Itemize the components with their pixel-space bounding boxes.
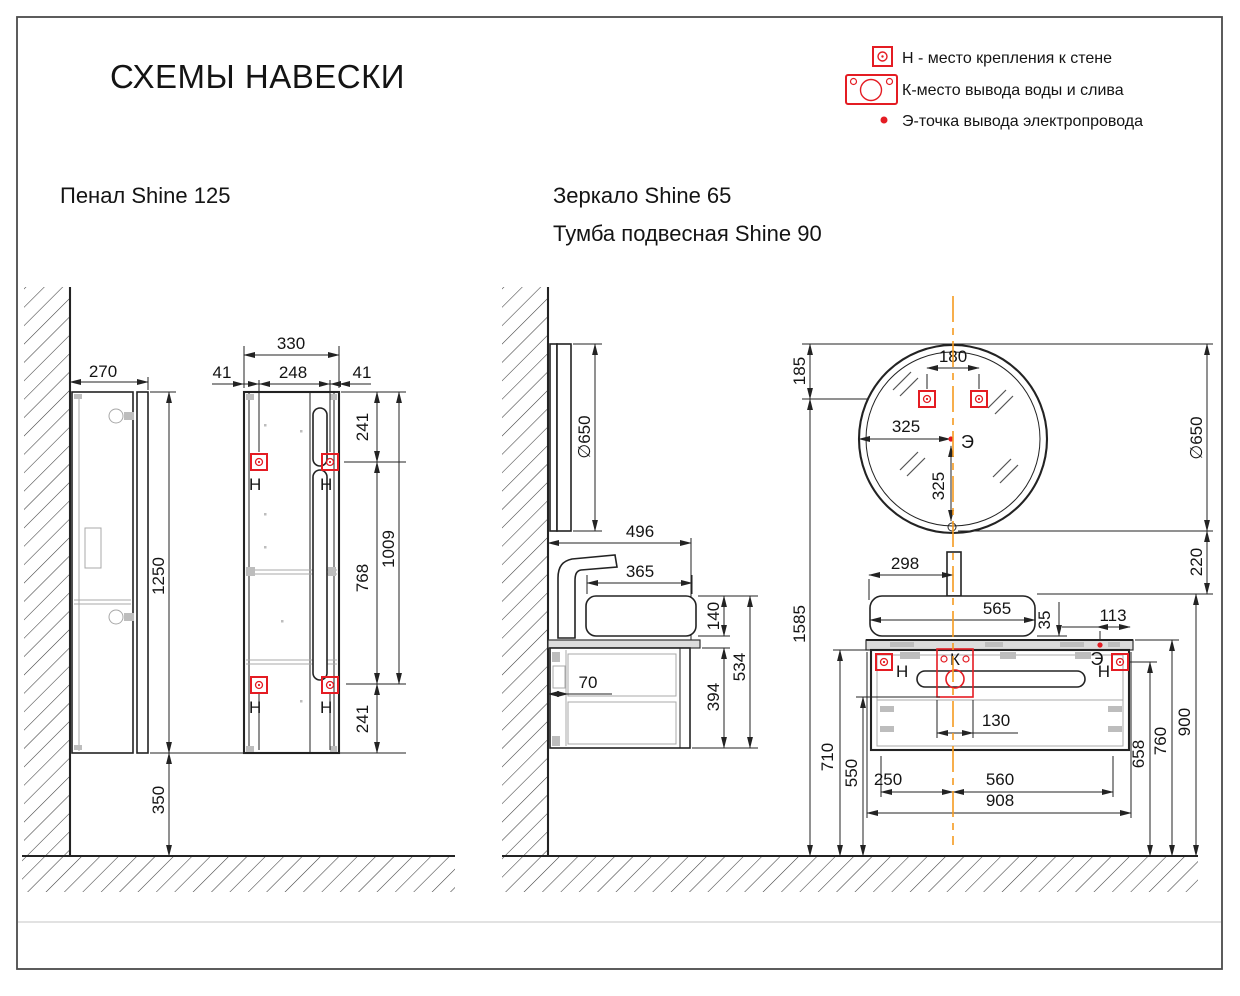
mirror-bottom-fix-point bbox=[947, 522, 957, 532]
page-frame bbox=[16, 16, 1223, 970]
wall-mount-icon bbox=[1111, 653, 1129, 671]
water-outlet-zone: К bbox=[936, 648, 974, 698]
dim-drain-zone-height: 550 bbox=[842, 759, 861, 787]
mirror-side-view: ∅650 bbox=[549, 343, 602, 532]
wall-mount-icon bbox=[918, 390, 936, 408]
dim-pencil-mount-to-bottom: 241 bbox=[353, 705, 372, 733]
dim-side-total-height: 534 bbox=[730, 653, 749, 681]
dim-drain-right-offset: 560 bbox=[986, 770, 1014, 789]
wall-mount-icon bbox=[321, 676, 339, 694]
pencil-wall-mount-markers: Н Н Н Н bbox=[249, 380, 339, 750]
dim-mirror-diameter-front: ∅650 bbox=[1187, 416, 1206, 459]
dim-mirror-top-to-mount: 185 bbox=[790, 357, 809, 385]
dim-wall-gap: 70 bbox=[579, 673, 598, 692]
wall-mount-icon bbox=[250, 453, 268, 471]
floor-hatch bbox=[22, 854, 455, 892]
marker-label-h: Н bbox=[249, 698, 261, 717]
wall-mount-icon bbox=[875, 653, 893, 671]
faucet-front bbox=[946, 551, 962, 597]
vanity-section-label: Тумба подвесная Shine 90 bbox=[553, 221, 822, 246]
dim-sink-top-height: 900 bbox=[1175, 708, 1194, 736]
dim-pencil-mount-spacing: 248 bbox=[279, 363, 307, 382]
page-title: СХЕМЫ НАВЕСКИ bbox=[110, 58, 405, 95]
mirror-section-label: Зеркало Shine 65 bbox=[553, 183, 731, 208]
drawer-handle bbox=[916, 670, 1086, 688]
dim-sink-height: 140 bbox=[704, 602, 723, 630]
marker-label-h: Н bbox=[320, 475, 332, 494]
dim-body-top-height: 710 bbox=[818, 743, 837, 771]
dim-drain-left-offset: 250 bbox=[874, 770, 902, 789]
legend-electric-label: Э-точка вывода электропровода bbox=[902, 113, 1143, 130]
pencil-drawing: Н Н Н Н 270 330 41 248 41 bbox=[22, 287, 455, 892]
mirror-right-dimensions: ∅650 220 bbox=[958, 343, 1213, 595]
dim-mirror-diameter-side: ∅650 bbox=[575, 415, 594, 458]
vanity-side-view: 496 365 70 bbox=[547, 522, 758, 749]
dim-mirror-center-offset-v: 325 bbox=[929, 472, 948, 500]
water-outlet-icon bbox=[845, 74, 898, 105]
wall-mount-icon bbox=[321, 453, 339, 471]
dim-sink-gap: 35 bbox=[1035, 611, 1054, 630]
dim-vanity-depth: 496 bbox=[626, 522, 654, 541]
drain-circle bbox=[945, 669, 965, 689]
dim-pencil-side-offset-right: 41 bbox=[353, 363, 372, 382]
dim-mount-line-height: 1585 bbox=[790, 605, 809, 643]
marker-label-h: Н bbox=[1098, 662, 1110, 681]
dim-pencil-depth: 270 bbox=[89, 362, 117, 381]
electric-point-icon bbox=[1097, 642, 1103, 648]
dim-pencil-between-mounts: 768 bbox=[353, 564, 372, 592]
dim-pencil-top-to-bottom-mount: 1009 bbox=[379, 530, 398, 568]
wall-mount-icon bbox=[872, 46, 893, 67]
dim-pencil-side-offset-left: 41 bbox=[213, 363, 232, 382]
marker-label-k: К bbox=[950, 650, 960, 669]
dim-pencil-top-to-mount: 241 bbox=[353, 413, 372, 441]
dim-pencil-height: 1250 bbox=[149, 557, 168, 595]
dim-countertop-height: 760 bbox=[1151, 727, 1170, 755]
wall-mount-icon bbox=[970, 390, 988, 408]
marker-label-h: Н bbox=[249, 475, 261, 494]
dim-drain-zone-width: 130 bbox=[982, 711, 1010, 730]
electric-point-icon bbox=[880, 116, 888, 124]
dim-mirror-to-sink: 220 bbox=[1187, 548, 1206, 576]
dim-sink-depth: 365 bbox=[626, 562, 654, 581]
pencil-side-view bbox=[71, 391, 149, 754]
legend-water-outlet-label: К-место вывода воды и слива bbox=[902, 82, 1124, 99]
vanity-drawing: ∅650 496 365 bbox=[502, 287, 1213, 892]
dim-vanity-width: 908 bbox=[986, 791, 1014, 810]
pencil-dimensions: 270 330 41 248 41 241 768 bbox=[69, 334, 406, 857]
pencil-section-label: Пенал Shine 125 bbox=[60, 183, 230, 208]
dim-sink-width: 565 bbox=[983, 599, 1011, 618]
legend: Н - место крепления к стене К-место выво… bbox=[845, 46, 1143, 130]
floor-hatch bbox=[502, 854, 1198, 892]
dim-mount-height: 658 bbox=[1129, 740, 1148, 768]
faucet-side bbox=[557, 554, 618, 639]
vanity-front-view: 298 565 35 113 bbox=[818, 296, 1199, 857]
sink-side bbox=[585, 595, 697, 637]
legend-wall-mount-label: Н - место крепления к стене bbox=[902, 50, 1112, 67]
shelf-pin-dots bbox=[264, 424, 303, 703]
dim-faucet-offset: 298 bbox=[891, 554, 919, 573]
dim-electric-offset: 113 bbox=[1099, 606, 1126, 625]
wall-mount-icon bbox=[250, 676, 268, 694]
dim-mirror-center-offset-h: 325 bbox=[892, 417, 920, 436]
dim-pencil-floor-clearance: 350 bbox=[149, 786, 168, 814]
dim-pencil-width: 330 bbox=[277, 334, 305, 353]
mirror-shine-marks bbox=[892, 371, 1019, 484]
height-chain-dimensions: 185 1585 bbox=[790, 343, 1213, 857]
marker-label-h: Н bbox=[896, 662, 908, 681]
marker-label-h: Н bbox=[320, 698, 332, 717]
wall-hatch bbox=[502, 287, 550, 856]
marker-label-e: Э bbox=[1091, 649, 1104, 669]
dim-body-height: 394 bbox=[704, 683, 723, 711]
marker-label-e: Э bbox=[961, 432, 974, 452]
wall-hatch bbox=[24, 287, 72, 856]
